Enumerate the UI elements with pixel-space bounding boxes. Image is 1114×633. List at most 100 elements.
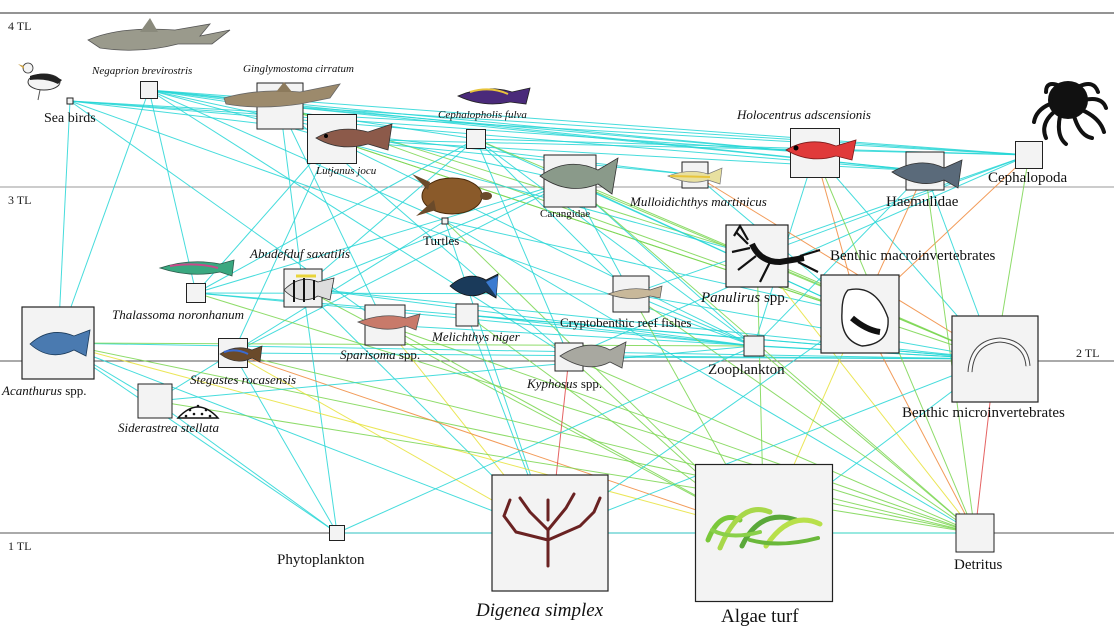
turtle-icon — [412, 174, 492, 216]
coral-icon — [176, 404, 220, 419]
link-cryptobenthic-to-detritus — [630, 293, 976, 534]
link-cephalopoda-to-cryptobenthic — [630, 154, 1030, 295]
link-sea-birds-to-holocentrus — [69, 100, 816, 154]
acanthurus-suffix: spp. — [61, 383, 87, 398]
link-siderastrea-to-zooplankton — [154, 345, 755, 402]
node-box-zooplankton[interactable] — [743, 335, 765, 357]
node-label-mulloidichthys: Mulloidichthys martinicus — [630, 194, 767, 209]
node-box-cephalopoda[interactable] — [1015, 141, 1043, 169]
link-cephalopoda-to-panulirus — [756, 154, 1030, 257]
link-sea-birds-to-haemulidae — [69, 100, 926, 172]
link-acanthurus-to-zooplankton — [57, 342, 755, 347]
damselfish-icon — [219, 345, 263, 363]
link-abudefduf-to-zooplankton — [302, 287, 755, 347]
tl2-label: 2 TL — [1076, 346, 1100, 360]
node-box-detritus[interactable] — [955, 513, 995, 553]
link-turtles-to-detritus — [444, 220, 976, 534]
parrotfish-icon — [356, 313, 421, 331]
link-negaprion-to-acanthurus — [57, 89, 150, 344]
link-cephalopholis-to-zooplankton — [475, 138, 755, 347]
link-haemulidae-to-detritus — [924, 170, 976, 534]
link-turtles-to-benthic-macro — [444, 220, 861, 315]
link-acanthurus-to-phytoplankton — [57, 342, 338, 534]
shell-icon — [841, 288, 889, 347]
node-box-cephalopholis[interactable] — [466, 129, 486, 149]
link-zooplankton-to-phytoplankton — [336, 345, 755, 534]
node-label-thalassoma: Thalassoma noronhanum — [112, 307, 245, 322]
link-lutjanus-to-zooplankton — [331, 138, 755, 347]
node-label-holocentrus: Holocentrus adscensionis — [737, 107, 871, 122]
link-cephalopholis-to-thalassoma — [195, 138, 477, 294]
node-label-sea-birds: Sea birds — [44, 111, 96, 126]
sparisoma-genus: Sparisoma — [340, 347, 396, 362]
node-box-siderastrea[interactable] — [137, 383, 173, 419]
node-box-phytoplankton[interactable] — [329, 525, 345, 541]
link-melichthys-to-zooplankton — [466, 314, 755, 347]
grouper-icon — [457, 87, 531, 105]
link-siderastrea-to-phytoplankton — [154, 400, 338, 534]
link-ginglymostoma-to-cephalopoda — [279, 105, 1030, 156]
link-ginglymostoma-to-holocentrus — [279, 105, 816, 154]
node-box-negaprion[interactable] — [140, 81, 158, 99]
link-carangidae-to-benthic-macro — [569, 180, 861, 315]
node-label-zooplankton: Zooplankton — [708, 362, 785, 378]
link-negaprion-to-thalassoma — [148, 89, 197, 294]
link-haemulidae-to-zooplankton — [753, 170, 926, 347]
node-label-phytoplankton: Phytoplankton — [277, 552, 365, 568]
octopus-icon — [1032, 81, 1108, 146]
grunt-icon — [891, 159, 963, 189]
node-box-thalassoma[interactable] — [186, 283, 206, 303]
link-negaprion-to-kyphosus — [148, 89, 570, 358]
link-mulloidichthys-to-benthic-micro — [694, 174, 996, 360]
node-label-benthic-macro: Benthic macroinvertebrates — [830, 248, 996, 264]
node-label-abudefduf: Abudefduf saxatilis — [250, 246, 351, 261]
sergeant-major-icon — [283, 274, 335, 302]
link-carangidae-to-detritus — [569, 180, 976, 534]
node-label-algae-turf: Algae turf — [721, 606, 799, 627]
link-abudefduf-to-phytoplankton — [302, 287, 338, 534]
link-carangidae-to-thalassoma — [195, 180, 571, 294]
triggerfish-icon — [449, 273, 499, 299]
node-box-benthic-micro[interactable] — [951, 315, 1039, 403]
node-box-melichthys[interactable] — [455, 303, 479, 327]
link-carangidae-to-zooplankton — [569, 180, 755, 347]
node-label-kyphosus: Kyphosus spp. — [527, 377, 602, 390]
node-label-stegastes: Stegastes rocasensis — [190, 372, 297, 387]
link-stegastes-to-phytoplankton — [232, 352, 338, 534]
trophic-links — [57, 89, 1030, 534]
link-acanthurus-to-benthic-micro — [57, 342, 996, 360]
tl3-label: 3 TL — [8, 193, 32, 207]
node-box-turtles[interactable] — [441, 217, 449, 225]
node-label-haemulidae: Haemulidae — [886, 194, 959, 210]
wrasse-icon — [158, 259, 235, 277]
node-box-digenea[interactable] — [491, 474, 609, 592]
node-label-cephalopholis: Cephalopholis fulva — [438, 109, 527, 121]
goatfish-icon — [667, 167, 723, 185]
link-carangidae-to-stegastes — [232, 180, 571, 354]
link-ginglymostoma-to-abudefduf — [279, 105, 304, 289]
link-zooplankton-to-detritus — [753, 345, 976, 534]
surgeonfish-icon — [29, 329, 91, 357]
acanthurus-genus: Acanthurus — [2, 383, 62, 398]
snapper-icon — [315, 123, 393, 151]
worm-icon — [967, 337, 1031, 373]
chub-icon — [559, 341, 627, 369]
link-melichthys-to-benthic-micro — [466, 314, 996, 360]
lemon-shark-icon — [87, 18, 231, 51]
link-sea-birds-to-cephalopoda — [69, 100, 1030, 156]
node-label-sparisoma: Sparisoma spp. — [340, 348, 420, 361]
panulirus-suffix: spp. — [760, 290, 789, 306]
panulirus-genus: Panulirus — [701, 290, 761, 306]
node-label-carangidae: Carangidae — [540, 208, 591, 220]
link-siderastrea-to-detritus — [154, 400, 976, 534]
link-kyphosus-to-detritus — [568, 356, 976, 534]
link-lutjanus-to-mulloidichthys — [331, 138, 696, 176]
node-box-sea-birds[interactable] — [66, 97, 74, 105]
link-thalassoma-to-cryptobenthic — [195, 292, 632, 295]
link-benthic-micro-to-digenea — [549, 358, 996, 534]
link-stegastes-to-detritus — [232, 352, 976, 534]
node-label-benthic-micro: Benthic microinvertebrates — [902, 405, 1065, 421]
link-acanthurus-to-digenea — [57, 342, 551, 534]
